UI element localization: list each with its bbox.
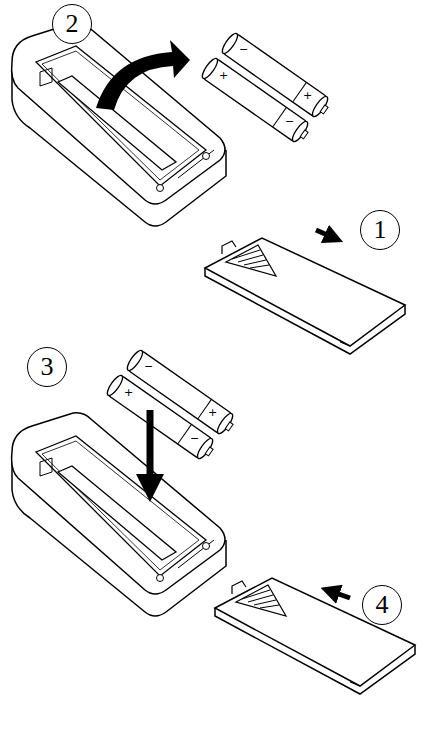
polarity-sign: + — [123, 387, 134, 398]
polarity-sign: − — [189, 433, 200, 444]
polarity-sign: − — [284, 116, 295, 127]
polarity-sign: + — [207, 407, 218, 418]
polarity-sign: + — [218, 70, 229, 81]
polarity-sign: + — [302, 90, 313, 101]
polarity-sign: − — [238, 44, 249, 55]
callout-number: 1 — [374, 217, 387, 243]
callout-number: 3 — [41, 354, 54, 380]
callout-number: 2 — [66, 11, 79, 37]
callout-circle: 3 — [27, 347, 67, 387]
callout-circle: 2 — [52, 4, 92, 44]
callout-circle: 4 — [362, 585, 402, 625]
polarity-sign: − — [143, 361, 154, 372]
callout-circle: 1 — [360, 210, 400, 250]
callout-number: 4 — [376, 592, 389, 618]
